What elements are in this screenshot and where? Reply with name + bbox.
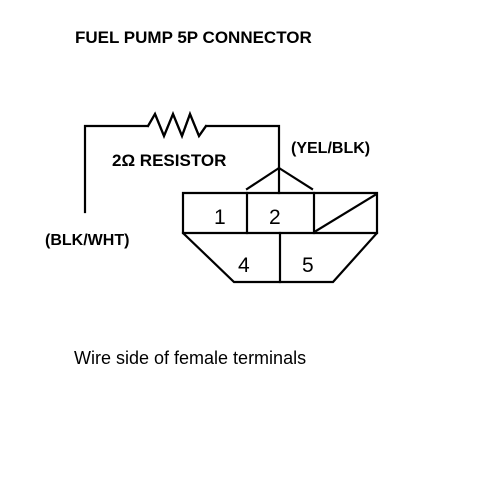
wire-label-blk-wht: (BLK/WHT) bbox=[45, 232, 129, 249]
terminal-4-label: 4 bbox=[238, 254, 250, 277]
wire-label-yel-blk: (YEL/BLK) bbox=[291, 140, 370, 157]
resistor-label: 2Ω RESISTOR bbox=[112, 151, 226, 170]
blank-cavity-diagonal bbox=[314, 193, 377, 233]
diagram-caption: Wire side of female terminals bbox=[74, 348, 306, 368]
terminal-2-label: 2 bbox=[269, 206, 281, 229]
terminal-5-label: 5 bbox=[302, 254, 314, 277]
terminal-1-label: 1 bbox=[214, 206, 226, 229]
diagram-title: FUEL PUMP 5P CONNECTOR bbox=[75, 28, 312, 47]
resistor-zigzag-symbol bbox=[146, 110, 208, 140]
